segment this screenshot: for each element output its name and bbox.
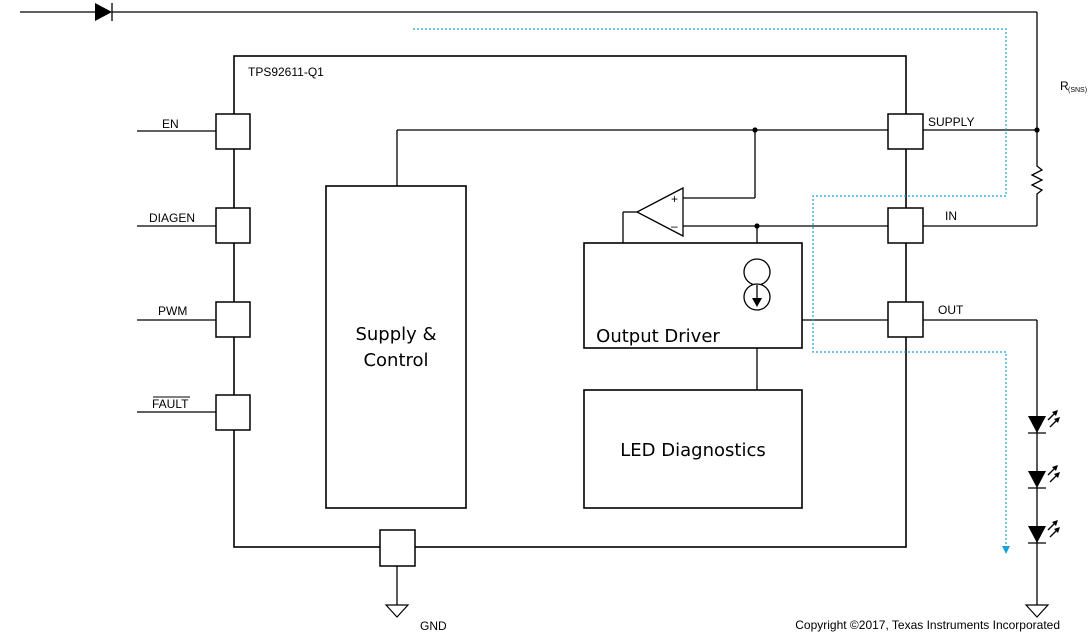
pin-supply [887, 113, 924, 150]
left-pin-wires [137, 130, 216, 413]
internal-wiring [396, 127, 888, 605]
right-pin-wires [923, 129, 1038, 605]
amplifier-minus: – [671, 219, 678, 233]
label-supply: SUPPLY [928, 115, 974, 129]
led-icon [1028, 520, 1060, 544]
led-icon [1028, 465, 1060, 489]
current-path [413, 28, 1010, 554]
amplifier-icon [635, 186, 684, 238]
led-diagnostics-block: LED Diagnostics [583, 389, 803, 509]
input-diode-icon [95, 3, 112, 21]
led-string [1028, 410, 1060, 544]
pin-gnd [379, 529, 416, 567]
pin-out [887, 301, 924, 338]
label-in: IN [945, 209, 957, 223]
pin-labels: EN DIAGEN PWM FAULT SUPPLY IN OUT GND [149, 115, 974, 633]
pin-fault [215, 394, 251, 431]
resistor-label: R [1060, 79, 1069, 93]
current-path-arrow-icon [1002, 546, 1010, 554]
resistor-label-sub: (SNS) [1068, 87, 1087, 94]
label-gnd: GND [420, 619, 447, 633]
current-source-icon [743, 258, 771, 311]
chip-name: TPS92611-Q1 [248, 65, 324, 79]
pin-en [215, 113, 251, 150]
led-icon [1028, 410, 1060, 434]
label-out: OUT [938, 303, 964, 317]
ground-icon [384, 604, 410, 618]
output-driver-block: Output Driver [583, 242, 803, 349]
led-ground-icon [1024, 604, 1050, 618]
label-fault: FAULT [152, 397, 189, 411]
pin-in [887, 207, 924, 244]
output-driver-label: Output Driver [596, 326, 720, 347]
label-en: EN [162, 117, 179, 131]
pin-pwm [215, 301, 251, 338]
pin-squares [215, 113, 924, 567]
amplifier-plus: + [671, 192, 678, 206]
supply-control-block: Supply & Control [325, 185, 467, 509]
error-amplifier: + – [635, 186, 684, 238]
sense-resistor: R (SNS) [1030, 79, 1087, 226]
supply-control-label-2: Control [363, 350, 428, 371]
label-pwm: PWM [158, 304, 187, 318]
resistor-icon [1030, 160, 1044, 200]
supply-control-label-1: Supply & [355, 324, 436, 345]
copyright-text: Copyright ©2017, Texas Instruments Incor… [795, 618, 1060, 632]
pin-diagen [215, 207, 251, 244]
led-diagnostics-label: LED Diagnostics [620, 440, 765, 461]
label-diagen: DIAGEN [149, 211, 195, 225]
top-rail [20, 3, 1038, 160]
